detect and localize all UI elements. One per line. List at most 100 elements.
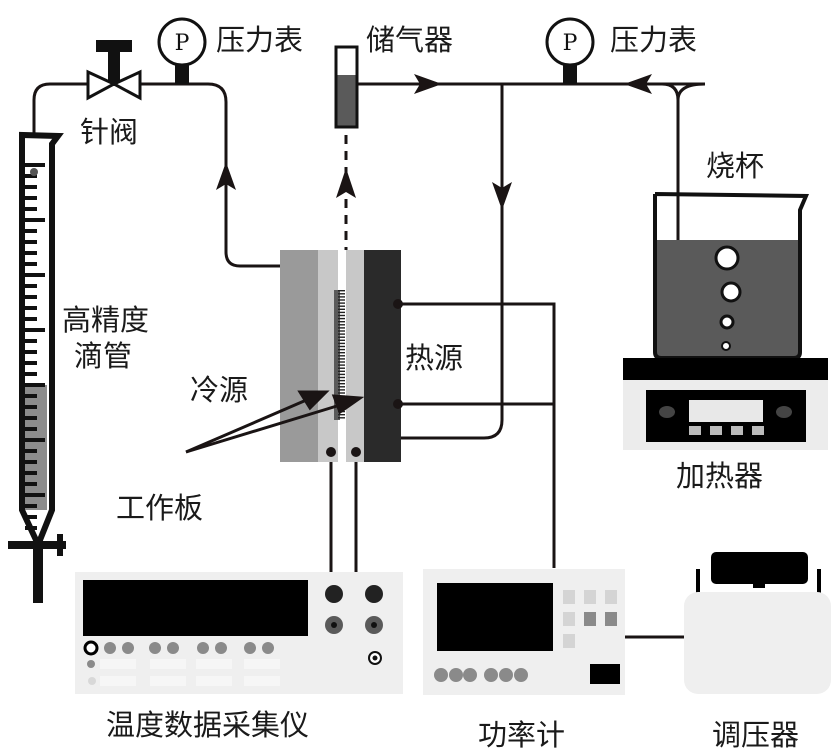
burette-tick [25, 339, 37, 343]
arrow-up-left-pipe [216, 162, 236, 190]
arrow-right-reservoir [414, 74, 442, 94]
arrow-down-branch [492, 182, 512, 210]
heater-icon[interactable] [623, 358, 828, 450]
wick-tick [338, 336, 345, 338]
wick-tick [338, 299, 345, 301]
logger-button [244, 642, 256, 654]
gas-reservoir-icon[interactable] [334, 45, 359, 129]
wick-tick [338, 317, 345, 320]
thermocouple-joint-2 [351, 447, 361, 457]
label-voltage-regulator: 调压器 [712, 718, 799, 752]
voltage-regulator-icon[interactable] [684, 552, 831, 694]
burette-tick [25, 218, 45, 222]
burette-tick [25, 306, 37, 310]
pipe-beaker-return [661, 82, 680, 240]
burette-tick [25, 273, 45, 277]
burette-tick [25, 185, 37, 189]
wick-tick [338, 373, 345, 376]
wick-tick [338, 333, 345, 335]
burette-tick [25, 361, 37, 365]
burette-tick [25, 460, 37, 464]
flow-arrows [216, 74, 652, 210]
burette-tick [25, 174, 37, 178]
logger-button [167, 642, 179, 654]
pipe-valve-to-gauge [140, 82, 340, 290]
pressure-gauge-left-icon[interactable]: P [157, 17, 207, 84]
wick-tick [338, 414, 345, 416]
gauge-symbol-right: P [563, 31, 578, 56]
burette-tick [25, 163, 45, 167]
burette-tick [25, 196, 37, 200]
label-working-plate: 工作板 [116, 491, 203, 525]
wick-tick [338, 327, 345, 329]
burette-tick [25, 504, 37, 508]
wick-tick [338, 293, 345, 295]
burette-tick [25, 405, 37, 409]
burette-graduations [25, 163, 45, 530]
logger-button [262, 642, 274, 654]
logger-key [100, 676, 136, 686]
label-power-meter: 功率计 [478, 718, 565, 752]
wick-tick [338, 367, 345, 369]
burette-tick [25, 251, 37, 255]
label-gas-reservoir: 储气器 [366, 23, 453, 57]
burette-tick [25, 229, 37, 233]
power-meter-icon[interactable] [423, 569, 625, 695]
thermocouple-joint-1 [326, 447, 336, 457]
heater-terminal-top [393, 299, 403, 309]
plate-assembly [280, 250, 403, 462]
burette-tick [25, 416, 37, 420]
power-meter-button [484, 668, 498, 682]
burette-tick [25, 240, 37, 244]
wick-tick [338, 370, 345, 372]
burette-tick [25, 317, 37, 321]
burette-tick [25, 482, 37, 486]
wick-tick [338, 296, 345, 298]
pressure-gauge-right-icon[interactable]: P [545, 17, 595, 84]
logger-button [215, 642, 227, 654]
wick-tick [338, 386, 345, 388]
pipe-reservoir-to-right-gauge [358, 82, 706, 101]
wick-tick [338, 311, 345, 314]
burette-tick [25, 449, 37, 453]
wick-tick [338, 364, 345, 366]
wick-tick [338, 392, 345, 394]
arrow-left-beaker [624, 74, 652, 94]
burette-tick [25, 515, 37, 519]
wick-tick [338, 417, 345, 419]
burette-tick [25, 526, 37, 530]
wick-tick [338, 330, 345, 332]
temperature-logger-icon[interactable] [75, 572, 403, 694]
heat-source-plate[interactable] [364, 250, 401, 462]
burette-tick [25, 471, 37, 475]
label-burette-line1: 高精度 [62, 303, 149, 337]
label-heater: 加热器 [676, 459, 763, 493]
wick-tick [338, 355, 345, 357]
label-beaker: 烧杯 [706, 149, 764, 183]
burette-icon[interactable] [8, 131, 66, 603]
pipe-branch-to-hot-side [362, 84, 504, 440]
label-cold-source: 冷源 [190, 373, 248, 407]
arrow-up-vapor [336, 168, 356, 198]
wick-tick [338, 379, 345, 382]
logger-key [150, 676, 186, 686]
wick-tick [338, 308, 345, 310]
burette-tick [25, 383, 45, 387]
label-burette-line2: 滴管 [74, 339, 132, 373]
working-plate-hot[interactable] [346, 250, 364, 462]
wick-tick [338, 321, 345, 323]
cold-source-plate[interactable] [280, 250, 320, 462]
power-meter-buttons [434, 668, 528, 682]
power-meter-button [514, 668, 528, 682]
wick-tick [338, 324, 345, 326]
burette-tick [25, 207, 37, 211]
power-meter-button [463, 668, 477, 682]
wick-tick [338, 345, 345, 348]
wick-tick [338, 302, 345, 304]
logger-buttons [100, 642, 280, 686]
needle-valve-icon[interactable] [86, 40, 142, 101]
burette-tick [25, 262, 37, 266]
wick-tick [338, 389, 345, 391]
label-pressure-gauge-left: 压力表 [216, 23, 303, 57]
wick-tick [338, 305, 345, 307]
